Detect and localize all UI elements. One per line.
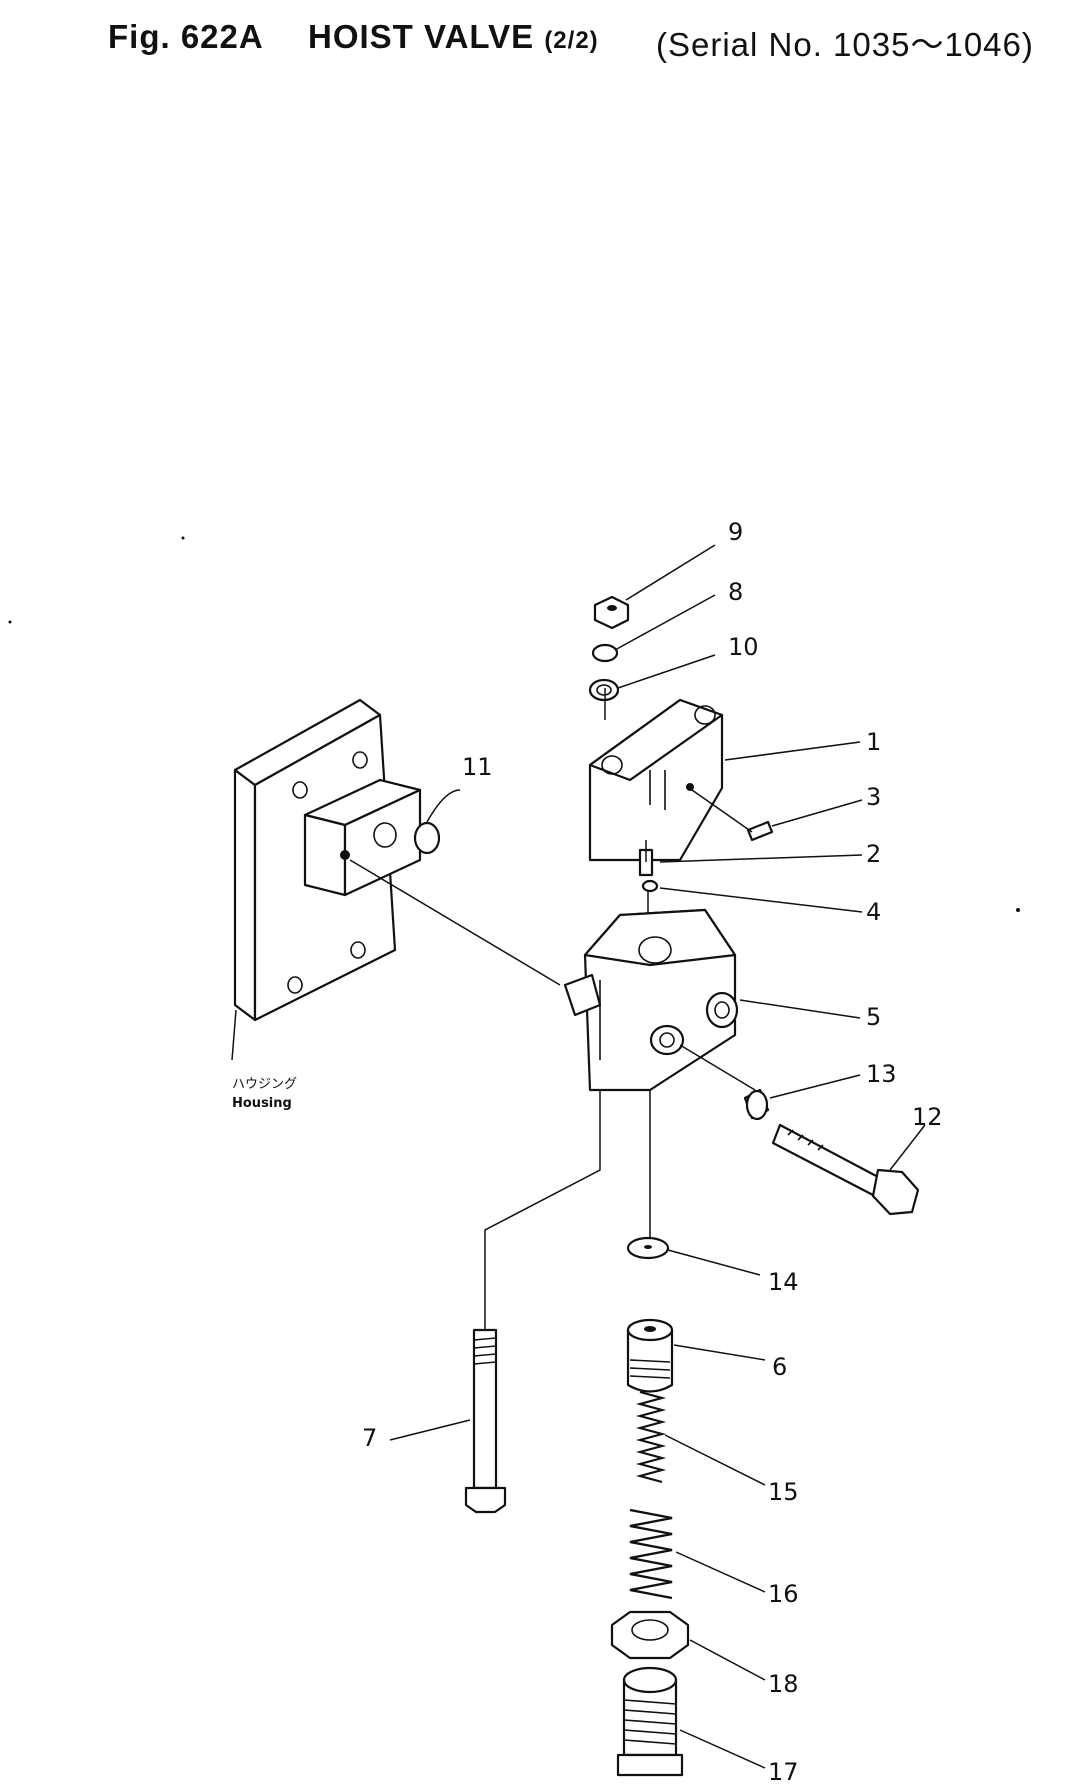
upper-nut-stack: [588, 595, 630, 702]
housing-label-en: Housing: [232, 1096, 292, 1111]
callout-10: 10: [728, 633, 759, 661]
callout-8: 8: [728, 578, 743, 606]
ball-4: [641, 879, 659, 893]
mount-line: [349, 859, 561, 986]
pin-2: [638, 848, 654, 877]
screw-3: [746, 820, 774, 842]
serial-range: (Serial No. 1035～1046): [656, 18, 1034, 66]
callout-16: 16: [768, 1580, 799, 1608]
bolt-7: [464, 1328, 507, 1514]
spring-16: [629, 1508, 673, 1600]
callout-11: 11: [462, 753, 493, 781]
callout-1: 1: [866, 728, 881, 756]
callout-17: 17: [768, 1758, 799, 1786]
bolt-12: [771, 1123, 920, 1216]
housing-leader: [231, 1009, 237, 1061]
spring-15: [635, 1390, 667, 1484]
valve-body-5: [563, 908, 739, 1092]
seat-6: [626, 1318, 674, 1393]
callout-3: 3: [866, 783, 881, 811]
cap-block-1: [588, 698, 724, 862]
callout-14: 14: [768, 1268, 799, 1296]
figure-header: Fig. 622A: [108, 18, 264, 56]
figure-fraction: (2/2): [544, 27, 599, 54]
callout-12: 12: [912, 1103, 943, 1131]
bolt-7-line: [484, 1090, 601, 1330]
callout-6: 6: [772, 1353, 787, 1381]
nut-18: [610, 1610, 690, 1660]
figure-title: HOIST VALVE: [308, 18, 535, 55]
callout-7: 7: [362, 1424, 377, 1452]
plug-17: [616, 1666, 684, 1777]
o-ring-11: [413, 821, 441, 855]
figure-number: Fig. 622A: [108, 18, 264, 55]
housing-label-jp: ハウジング: [232, 1077, 297, 1092]
callout-5: 5: [866, 1003, 881, 1031]
callout-4: 4: [866, 898, 881, 926]
callout-15: 15: [768, 1478, 799, 1506]
callout-18: 18: [768, 1670, 799, 1698]
callout-9: 9: [728, 518, 743, 546]
callout-13: 13: [866, 1060, 897, 1088]
callout-2: 2: [866, 840, 881, 868]
housing-plate: [233, 698, 422, 1022]
figure-title-wrap: HOIST VALVE (2/2): [308, 18, 599, 56]
serial-text: (Serial No. 1035～1046): [656, 26, 1034, 63]
